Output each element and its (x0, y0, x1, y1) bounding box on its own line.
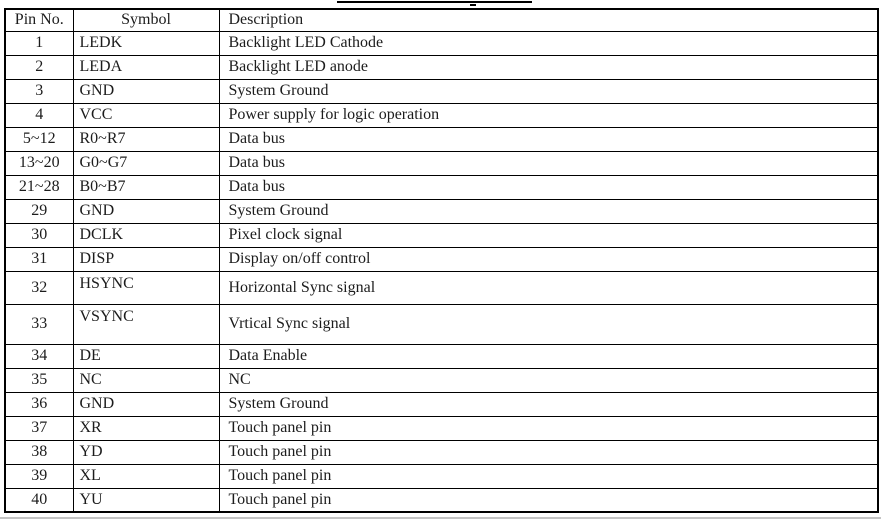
symbol-cell: GND (72, 391, 220, 417)
pin-cell: 39 (4, 463, 74, 489)
description-cell: System Ground (218, 198, 879, 224)
symbol-cell: YU (72, 487, 220, 513)
symbol-cell: HSYNC (72, 270, 220, 305)
pin-cell: 21~28 (4, 174, 74, 200)
description-cell: Touch panel pin (218, 487, 879, 513)
description-cell: Touch panel pin (218, 415, 879, 441)
header-symbol: Symbol (72, 8, 220, 32)
pin-cell: 3 (4, 78, 74, 104)
table-header: Pin No. Symbol Description (4, 8, 879, 32)
cropped-title-descender (470, 4, 476, 6)
pin-cell: 4 (4, 102, 74, 128)
page-bottom-rule (0, 517, 881, 519)
pin-cell: 30 (4, 222, 74, 248)
symbol-cell: R0~R7 (72, 126, 220, 152)
header-pin-no: Pin No. (4, 8, 74, 32)
pin-cell: 37 (4, 415, 74, 441)
description-cell: Power supply for logic operation (218, 102, 879, 128)
symbol-cell: DCLK (72, 222, 220, 248)
symbol-cell: LEDK (72, 30, 220, 56)
pin-cell: 31 (4, 246, 74, 272)
description-cell: Data bus (218, 174, 879, 200)
symbol-cell: YD (72, 439, 220, 465)
header-row: Pin No. Symbol Description (4, 8, 879, 32)
symbol-cell: XR (72, 415, 220, 441)
symbol-cell: B0~B7 (72, 174, 220, 200)
pin-cell: 35 (4, 367, 74, 393)
symbol-cell: VCC (72, 102, 220, 128)
description-cell: Vrtical Sync signal (218, 303, 879, 345)
description-cell: System Ground (218, 391, 879, 417)
pin-cell: 2 (4, 54, 74, 80)
symbol-cell: DE (72, 343, 220, 369)
description-cell: Data bus (218, 150, 879, 176)
symbol-cell: GND (72, 198, 220, 224)
header-description: Description (218, 8, 879, 32)
symbol-cell: DISP (72, 246, 220, 272)
description-cell: Backlight LED Cathode (218, 30, 879, 56)
description-cell: Data bus (218, 126, 879, 152)
pin-cell: 38 (4, 439, 74, 465)
description-cell: Touch panel pin (218, 439, 879, 465)
description-cell: Horizontal Sync signal (218, 270, 879, 305)
pin-cell: 5~12 (4, 126, 74, 152)
pin-cell: 1 (4, 30, 74, 56)
description-cell: Backlight LED anode (218, 54, 879, 80)
pin-cell: 33 (4, 303, 74, 345)
symbol-cell: NC (72, 367, 220, 393)
symbol-cell: LEDA (72, 54, 220, 80)
symbol-cell: G0~G7 (72, 150, 220, 176)
pin-cell: 13~20 (4, 150, 74, 176)
pin-cell: 32 (4, 270, 74, 305)
description-cell: NC (218, 367, 879, 393)
pin-cell: 29 (4, 198, 74, 224)
description-cell: System Ground (218, 78, 879, 104)
symbol-cell: VSYNC (72, 303, 220, 345)
description-cell: Pixel clock signal (218, 222, 879, 248)
symbol-cell: GND (72, 78, 220, 104)
pin-cell: 34 (4, 343, 74, 369)
description-cell: Display on/off control (218, 246, 879, 272)
description-cell: Touch panel pin (218, 463, 879, 489)
description-cell: Data Enable (218, 343, 879, 369)
symbol-cell: XL (72, 463, 220, 489)
pin-cell: 40 (4, 487, 74, 513)
pin-cell: 36 (4, 391, 74, 417)
cropped-title-underline (337, 1, 532, 3)
